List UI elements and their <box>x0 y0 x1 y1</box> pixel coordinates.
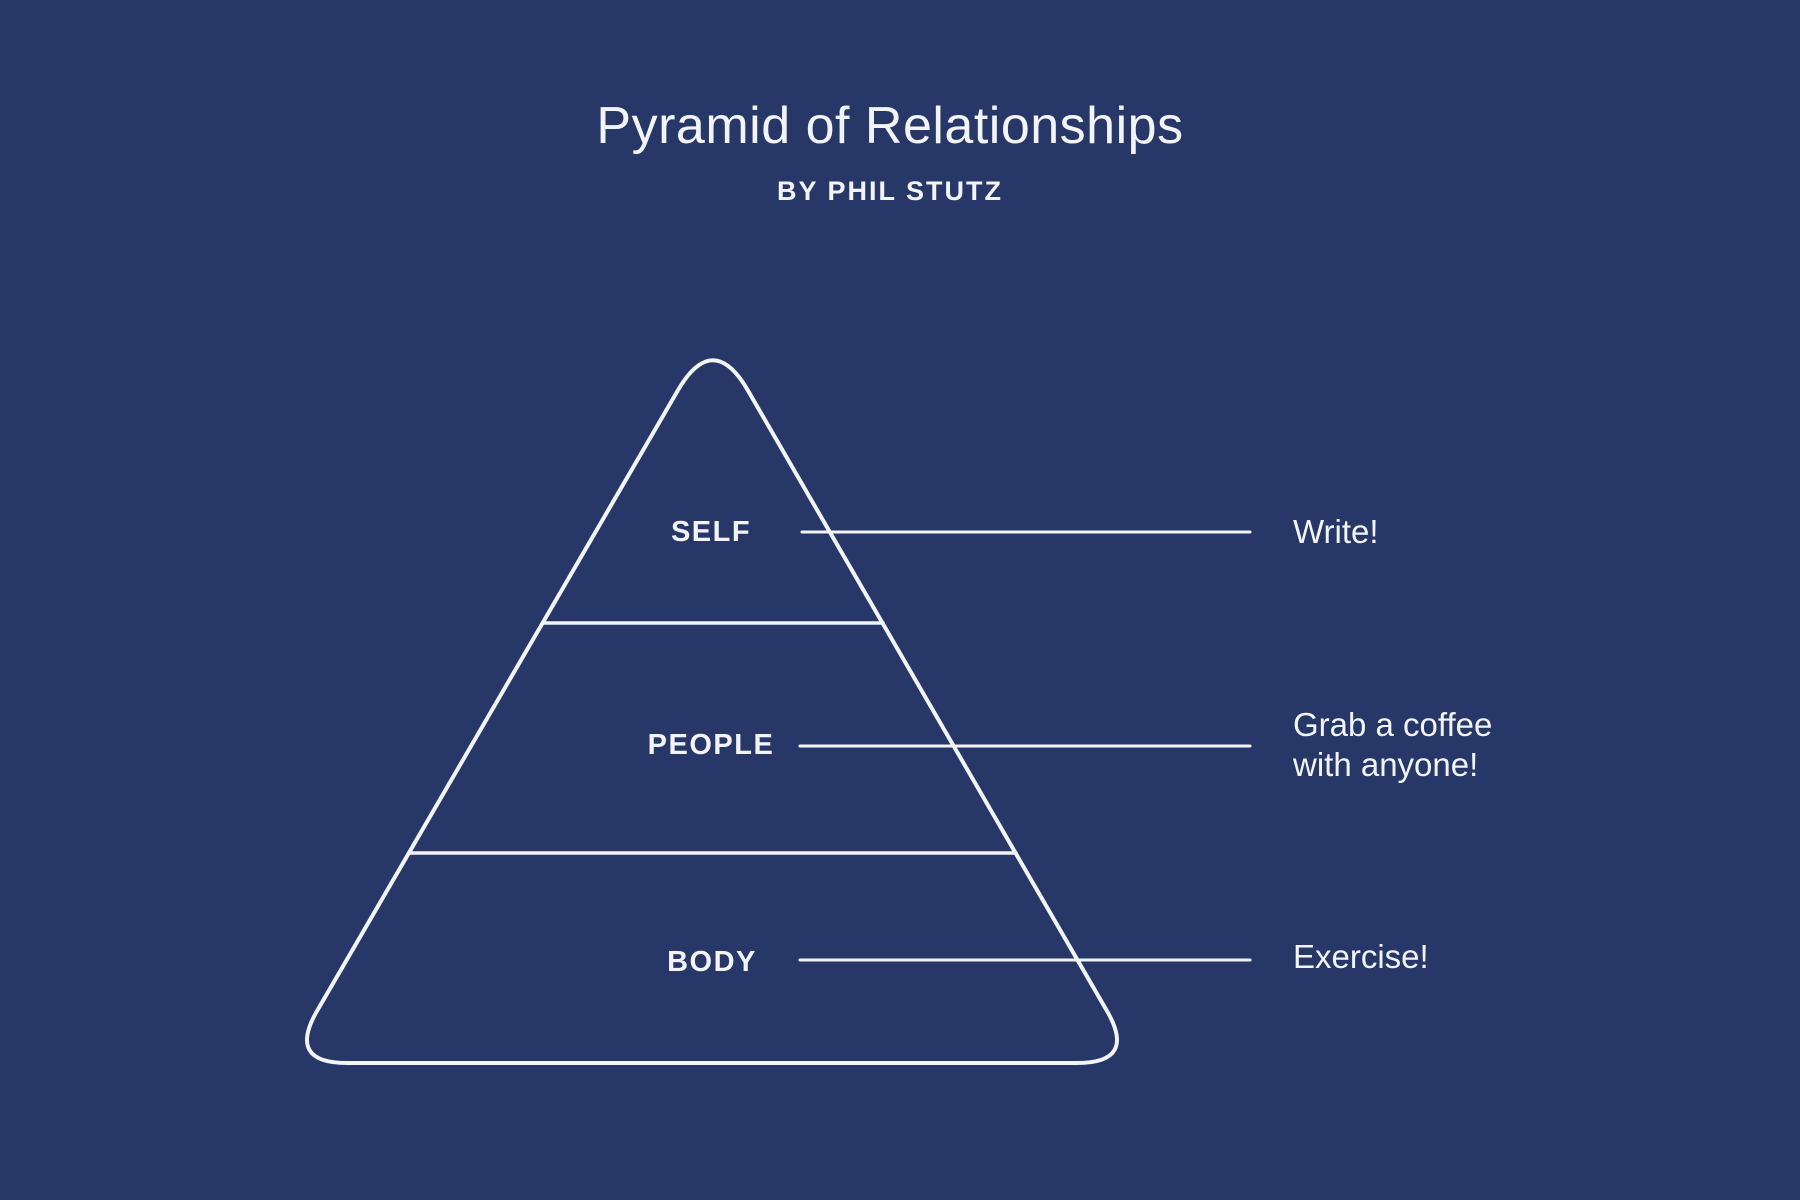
annotation-body: Exercise! <box>1293 938 1429 975</box>
level-label-body: BODY <box>667 946 757 978</box>
page-subtitle: BY PHIL STUTZ <box>776 176 1004 206</box>
level-label-people: PEOPLE <box>647 729 775 761</box>
level-label-self: SELF <box>670 516 752 548</box>
pyramid-outline <box>305 358 1119 1065</box>
page-title: Pyramid of Relationships <box>596 97 1184 155</box>
annotation-self: Write! <box>1293 513 1379 550</box>
annotation-people: Grab a coffee with anyone! <box>1293 706 1493 783</box>
